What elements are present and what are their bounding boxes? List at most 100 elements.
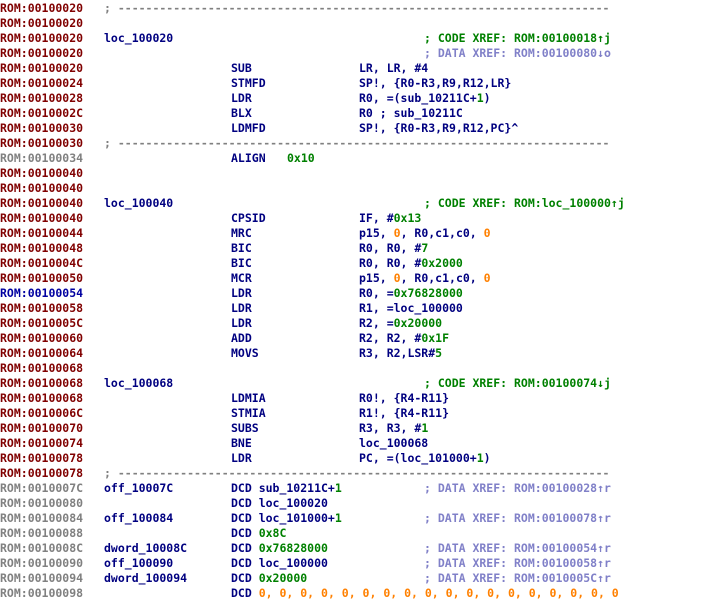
instruction-operands[interactable]: R0, =(sub_10211C+1) <box>359 91 491 106</box>
data-directive[interactable]: DCD 0x8C <box>231 526 286 541</box>
line-address[interactable]: ROM:0010004C <box>0 256 84 270</box>
line-address[interactable]: ROM:00100030 <box>0 121 84 135</box>
operand-token[interactable]: DCD loc_100020 <box>231 496 328 510</box>
line-address[interactable]: ROM:0010008C <box>0 541 84 555</box>
code-label[interactable]: dword_10008C <box>104 541 188 555</box>
instruction-mnemonic[interactable]: BIC <box>231 256 252 270</box>
line-address[interactable]: ROM:00100020 <box>0 46 84 60</box>
listing-line[interactable]: ROM:00100020; --------------------------… <box>0 1 722 16</box>
line-address[interactable]: ROM:00100068 <box>0 376 84 390</box>
instruction-operands[interactable]: SP!, {R0-R3,R9,R12,PC}^ <box>359 121 518 136</box>
xref-comment[interactable]: ; DATA XREF: ROM:00100080↓o <box>424 46 611 60</box>
operand-token[interactable]: 0x13 <box>393 211 422 225</box>
data-directive[interactable]: DCD loc_101000+1 <box>231 511 342 526</box>
instruction-operands[interactable]: p15, 0, R0,c1,c0, 0 <box>359 226 491 241</box>
instruction-mnemonic[interactable]: LDR <box>231 316 252 330</box>
operand-token[interactable]: 0 <box>483 271 491 285</box>
operand-token[interactable]: 5 <box>435 346 443 360</box>
instruction-operands[interactable]: R0, =0x76828000 <box>359 286 463 301</box>
operand-token[interactable]: 7 <box>421 241 429 255</box>
instruction-operands[interactable]: R1, =loc_100000 <box>359 301 463 316</box>
line-address[interactable]: ROM:00100094 <box>0 571 84 585</box>
listing-line[interactable]: ROM:00100040 <box>0 181 722 196</box>
operand-token[interactable]: R1!, {R4-R11} <box>359 406 450 420</box>
instruction-operands[interactable]: R3, R2,LSR#5 <box>359 346 442 361</box>
line-address[interactable]: ROM:00100090 <box>0 556 84 570</box>
instruction-operands[interactable]: SP!, {R0-R3,R9,R12,LR} <box>359 76 511 91</box>
operand-token[interactable]: PC, =(loc_101000+ <box>359 451 477 465</box>
operand-token[interactable]: 0x76828000 <box>393 286 463 300</box>
code-label[interactable]: loc_100040 <box>104 196 174 210</box>
operand-token[interactable]: 1 <box>476 91 484 105</box>
listing-line[interactable]: ROM:00100044 MRC p15, 0, R0,c1,c0, 0 <box>0 226 722 241</box>
line-address[interactable]: ROM:00100078 <box>0 451 84 465</box>
instruction-operands[interactable]: loc_100068 <box>359 436 428 451</box>
instruction-mnemonic[interactable]: BIC <box>231 241 252 255</box>
instruction-operands[interactable]: PC, =(loc_101000+1) <box>359 451 491 466</box>
line-address[interactable]: ROM:00100068 <box>0 391 84 405</box>
data-directive[interactable]: DCD sub_10211C+1 <box>231 481 342 496</box>
line-address[interactable]: ROM:00100020 <box>0 61 84 75</box>
line-address[interactable]: ROM:00100040 <box>0 196 84 210</box>
operand-token[interactable]: 0x76828000 <box>258 541 328 555</box>
instruction-operands[interactable]: R0!, {R4-R11} <box>359 391 449 406</box>
instruction-mnemonic[interactable]: MOVS <box>231 346 259 360</box>
operand-token[interactable]: 0x20000 <box>258 571 308 585</box>
instruction-operands[interactable]: R0, R0, #0x2000 <box>359 256 463 271</box>
operand-token[interactable]: p15, <box>359 226 394 240</box>
data-directive[interactable]: DCD 0x76828000 <box>231 541 328 556</box>
data-directive[interactable]: DCD 0, 0, 0, 0, 0, 0, 0, 0, 0, 0, 0, 0, … <box>231 586 619 601</box>
line-address[interactable]: ROM:00100084 <box>0 511 84 525</box>
instruction-mnemonic[interactable]: ALIGN <box>231 151 266 165</box>
xref-comment[interactable]: ; CODE XREF: ROM:00100018↑j <box>424 31 611 45</box>
operand-token[interactable]: R0, = <box>359 286 394 300</box>
line-address[interactable]: ROM:00100020 <box>0 1 84 15</box>
operand-token[interactable]: 1 <box>334 511 342 525</box>
listing-line[interactable]: ROM:00100020 ; DATA XREF: ROM:00100080↓o <box>0 46 722 61</box>
line-address[interactable]: ROM:00100040 <box>0 211 84 225</box>
xref-comment[interactable]: ; DATA XREF: ROM:00100028↑r <box>424 481 611 495</box>
line-address[interactable]: ROM:00100048 <box>0 241 84 255</box>
line-address[interactable]: ROM:00100034 <box>0 151 84 165</box>
instruction-mnemonic[interactable]: MRC <box>231 226 252 240</box>
listing-line[interactable]: ROM:00100078; --------------------------… <box>0 466 722 481</box>
operand-token[interactable]: ) <box>483 451 491 465</box>
operand-token[interactable]: R0 ; sub_10211C <box>359 106 463 120</box>
line-address[interactable]: ROM:00100080 <box>0 496 84 510</box>
operand-token[interactable]: R3, R2,LSR# <box>359 346 436 360</box>
line-address[interactable]: ROM:0010007C <box>0 481 84 495</box>
operand-token[interactable]: 1 <box>334 481 342 495</box>
instruction-mnemonic[interactable]: LDMFD <box>231 121 266 135</box>
operand-token[interactable]: R0, =(sub_10211C+ <box>359 91 477 105</box>
line-address[interactable]: ROM:00100074 <box>0 436 84 450</box>
line-address[interactable]: ROM:00100060 <box>0 331 84 345</box>
line-address[interactable]: ROM:00100020 <box>0 31 84 45</box>
listing-line[interactable]: ROM:00100068 <box>0 361 722 376</box>
operand-token[interactable]: 0, 0, 0, 0, 0, 0, 0, 0, 0, 0, 0, 0, 0, 0… <box>258 586 619 600</box>
instruction-mnemonic[interactable]: ADD <box>231 331 252 345</box>
line-address[interactable]: ROM:00100044 <box>0 226 84 240</box>
instruction-operands[interactable]: R1!, {R4-R11} <box>359 406 449 421</box>
instruction-mnemonic[interactable]: STMIA <box>231 406 266 420</box>
listing-line[interactable]: ROM:00100040 <box>0 166 722 181</box>
operand-token[interactable]: SP!, {R0-R3,R9,R12,LR} <box>359 76 512 90</box>
line-address[interactable]: ROM:00100054 <box>0 286 84 300</box>
data-directive[interactable]: DCD 0x20000 <box>231 571 307 586</box>
operand-token[interactable]: 0x20000 <box>393 316 443 330</box>
operand-token[interactable]: DCD sub_10211C+ <box>231 481 335 495</box>
operand-token[interactable]: 1 <box>476 451 484 465</box>
instruction-mnemonic[interactable]: STMFD <box>231 76 266 90</box>
instruction-operands[interactable]: p15, 0, R0,c1,c0, 0 <box>359 271 491 286</box>
